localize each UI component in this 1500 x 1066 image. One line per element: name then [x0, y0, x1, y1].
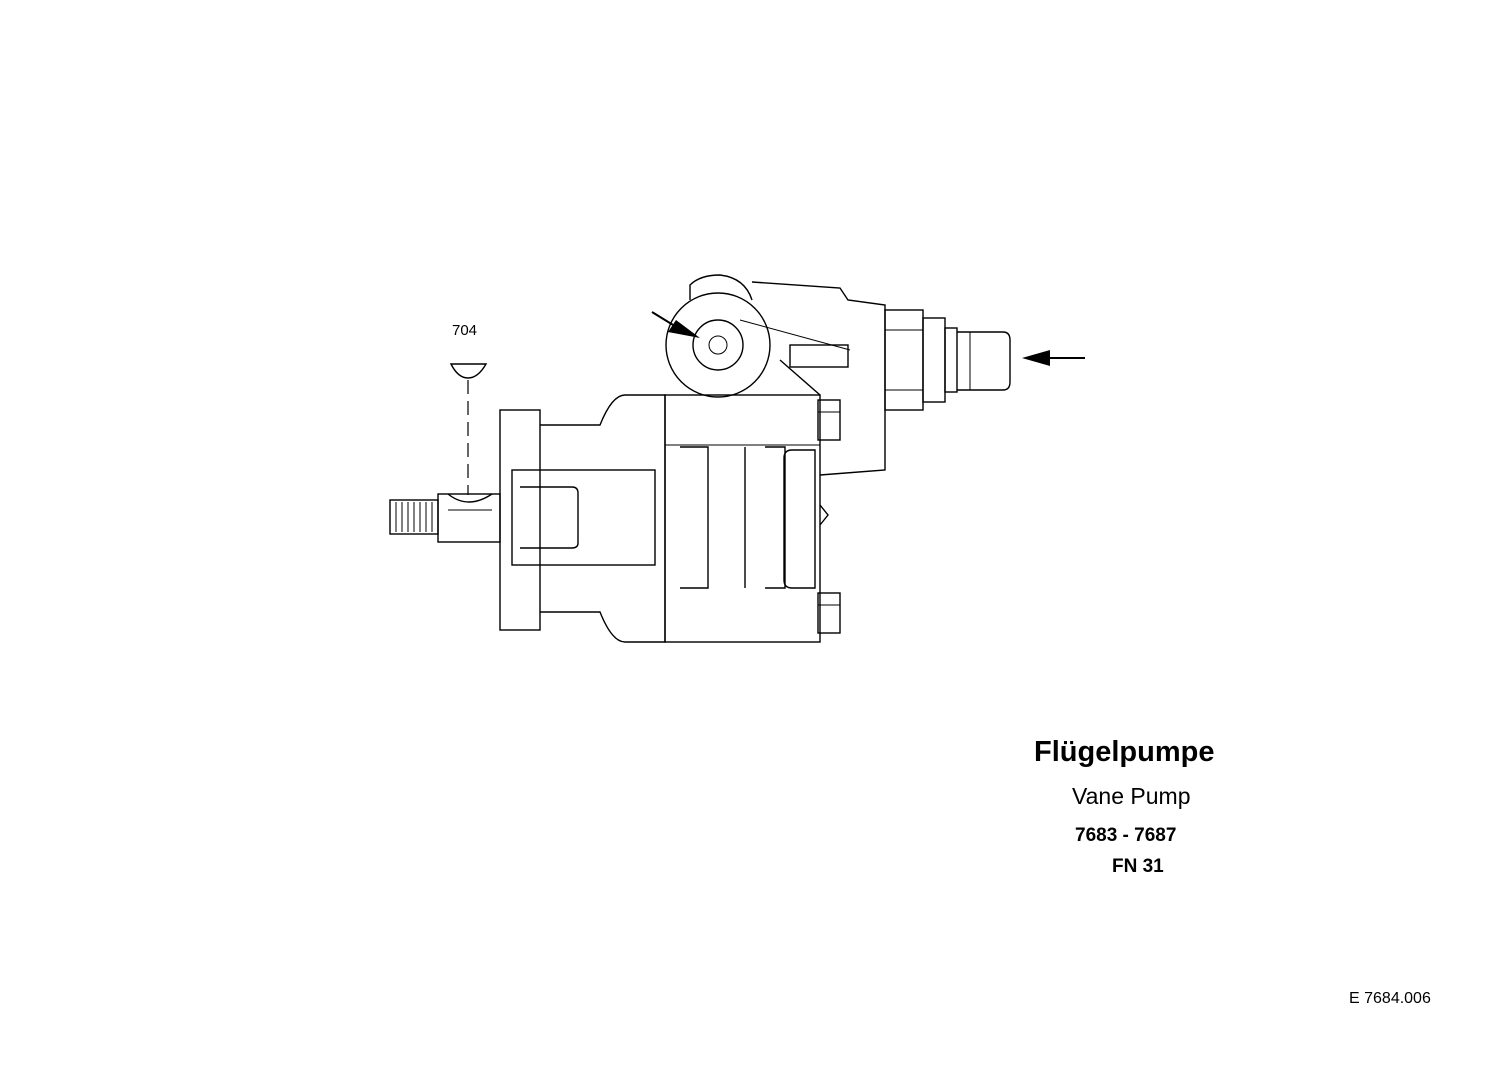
valve-block	[665, 274, 886, 476]
outlet-arrow	[651, 311, 700, 338]
title-german: Flügelpumpe	[1034, 736, 1215, 768]
fn-code: FN 31	[1112, 856, 1164, 877]
model-range: 7683 - 7687	[1075, 825, 1177, 846]
part-number-label: 704	[452, 322, 478, 339]
pump-housing	[664, 394, 841, 643]
inlet-arrow	[1022, 350, 1085, 366]
mounting-flange	[499, 394, 666, 643]
title-english: Vane Pump	[1072, 783, 1191, 809]
woodruff-key	[449, 363, 488, 379]
drawing-number: E 7684.006	[1349, 990, 1431, 1007]
drive-shaft	[389, 493, 501, 543]
inlet-fitting	[884, 309, 1011, 411]
